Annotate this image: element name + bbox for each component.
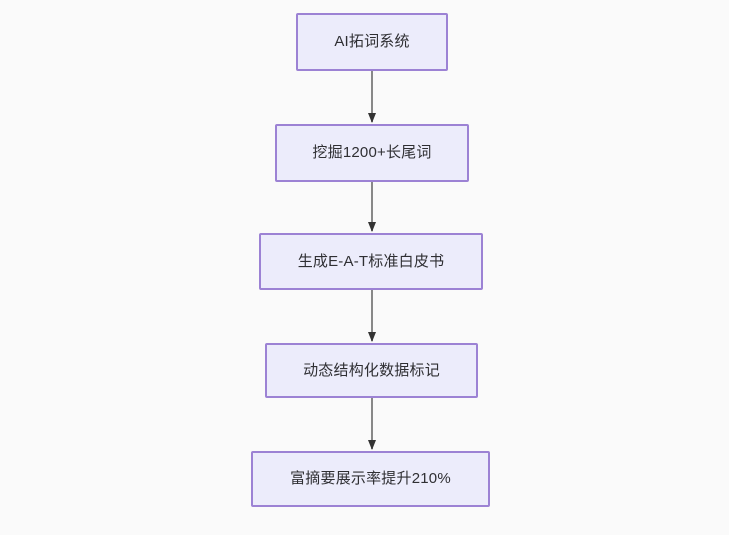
flow-node-label: 生成E-A-T标准白皮书	[297, 252, 445, 270]
flow-node-mine-longtail-keywords[interactable]: 挖掘1200+长尾词	[275, 124, 469, 182]
flow-node-label: 挖掘1200+长尾词	[312, 144, 432, 161]
flow-node-ai-keyword-system[interactable]: AI拓词系统	[296, 13, 448, 71]
flow-node-dynamic-structured-data-markup[interactable]: 动态结构化数据标记	[265, 343, 478, 398]
flow-node-label: 富摘要展示率提升210%	[290, 470, 451, 487]
flow-node-rich-snippet-impression-lift[interactable]: 富摘要展示率提升210%	[251, 451, 490, 507]
flow-node-label: 动态结构化数据标记	[303, 361, 440, 379]
flow-node-label: AI拓词系统	[334, 33, 410, 50]
flow-node-generate-eat-whitepaper[interactable]: 生成E-A-T标准白皮书	[259, 233, 483, 290]
